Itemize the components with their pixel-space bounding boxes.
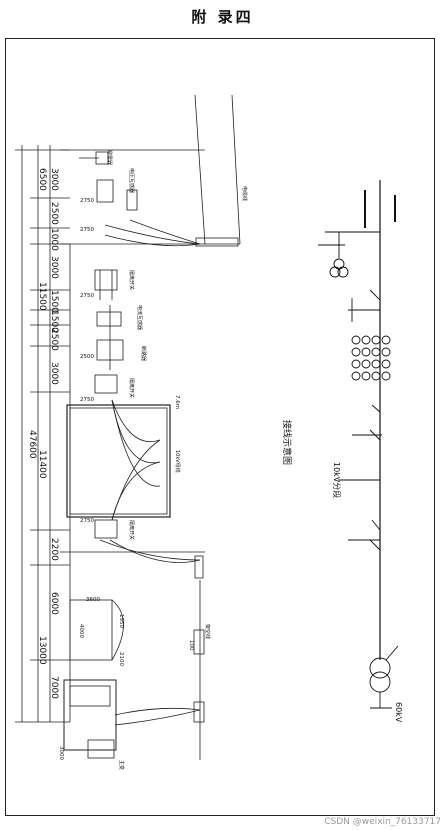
line-insulator [195,237,239,247]
drawing-frame [5,38,435,816]
transformer-base [69,599,113,661]
arrester-top [95,151,109,165]
spacing-6: 2750 [80,518,94,524]
label-vt: 电压互感器 [128,168,135,193]
label-overhead-line: 架空线 [204,624,211,639]
dim-seg-10: 6000 [49,592,59,615]
unit-mark: 100 [188,640,194,651]
clearance-2: 2100 [118,652,124,666]
spacing-3: 2750 [80,293,94,299]
dim-group-1: 6500 [37,168,47,191]
vt-unit [96,179,114,203]
isolator-2-body [94,374,118,394]
wall-mark: 7.6m [174,395,180,409]
spacing-4: 2500 [80,354,94,360]
arrester-unit [126,189,138,211]
dim-seg-7: 2500 [49,328,59,351]
label-cable: 电缆线 [241,186,248,201]
busbar-room-inner [69,407,168,515]
dim-seg-2: 2500 [49,202,59,225]
transformer-winding-2 [369,671,391,693]
transformer-width: 3600 [86,597,100,603]
label-arrester: 避雷器 [106,150,113,165]
clearance-1: 1950 [118,614,124,628]
dim-group-4: 13000 [37,636,47,665]
feeder-label: 10kV分段 [332,462,342,498]
spacing-5: 2750 [80,397,94,403]
busbar-room [66,404,171,518]
main-transformer-body [63,679,117,751]
ct-bank [351,335,391,381]
dim-seg-3: 1000 [49,228,59,251]
dim-seg-6: 1500 [49,310,59,333]
label-busbar: 10kV母线 [174,450,181,473]
cable-link [193,629,205,655]
spacing-1: 2750 [80,198,94,204]
dim-total: 47600 [27,430,37,459]
dim-seg-1: 3000 [49,168,59,191]
dim-seg-4: 3000 [49,256,59,279]
transformer-height: 4000 [78,624,84,638]
page-title: 附 录四 [191,8,254,26]
watermark: CSDN @weixin_76133717 [324,817,441,827]
ground-span: 3000 [58,746,64,760]
dim-group-3: 11400 [37,450,47,479]
spacing-2: 2750 [80,227,94,233]
label-breaker: 断路器 [140,346,147,361]
overhead-line-wire-2 [231,94,241,245]
dim-seg-9: 2200 [49,538,59,561]
transformer-winding-1 [369,657,391,679]
ct-body [96,311,122,327]
dim-seg-11: 7000 [49,676,59,699]
isolator-3-body [94,519,118,539]
label-isolator-3: 隔离开关 [128,520,135,540]
schematic-title: 接线示意图 [281,420,293,465]
isolator-1-body [94,269,118,291]
dim-group-2: 11500 [37,282,47,311]
dim-seg-5: 1500 [49,290,59,313]
cable-head [194,555,204,579]
single-line-schematic [318,180,399,709]
label-transformer: 主变 [118,760,125,770]
transformer-voltage-label: 60kV [394,702,403,723]
line-entry [193,701,205,723]
label-ct: 电流互感器 [136,305,143,330]
label-isolator-2: 隔离开关 [128,378,135,398]
overhead-line-wire-1 [194,94,206,245]
label-isolator-1: 隔离开关 [128,270,135,290]
dim-seg-8: 3000 [49,362,59,385]
